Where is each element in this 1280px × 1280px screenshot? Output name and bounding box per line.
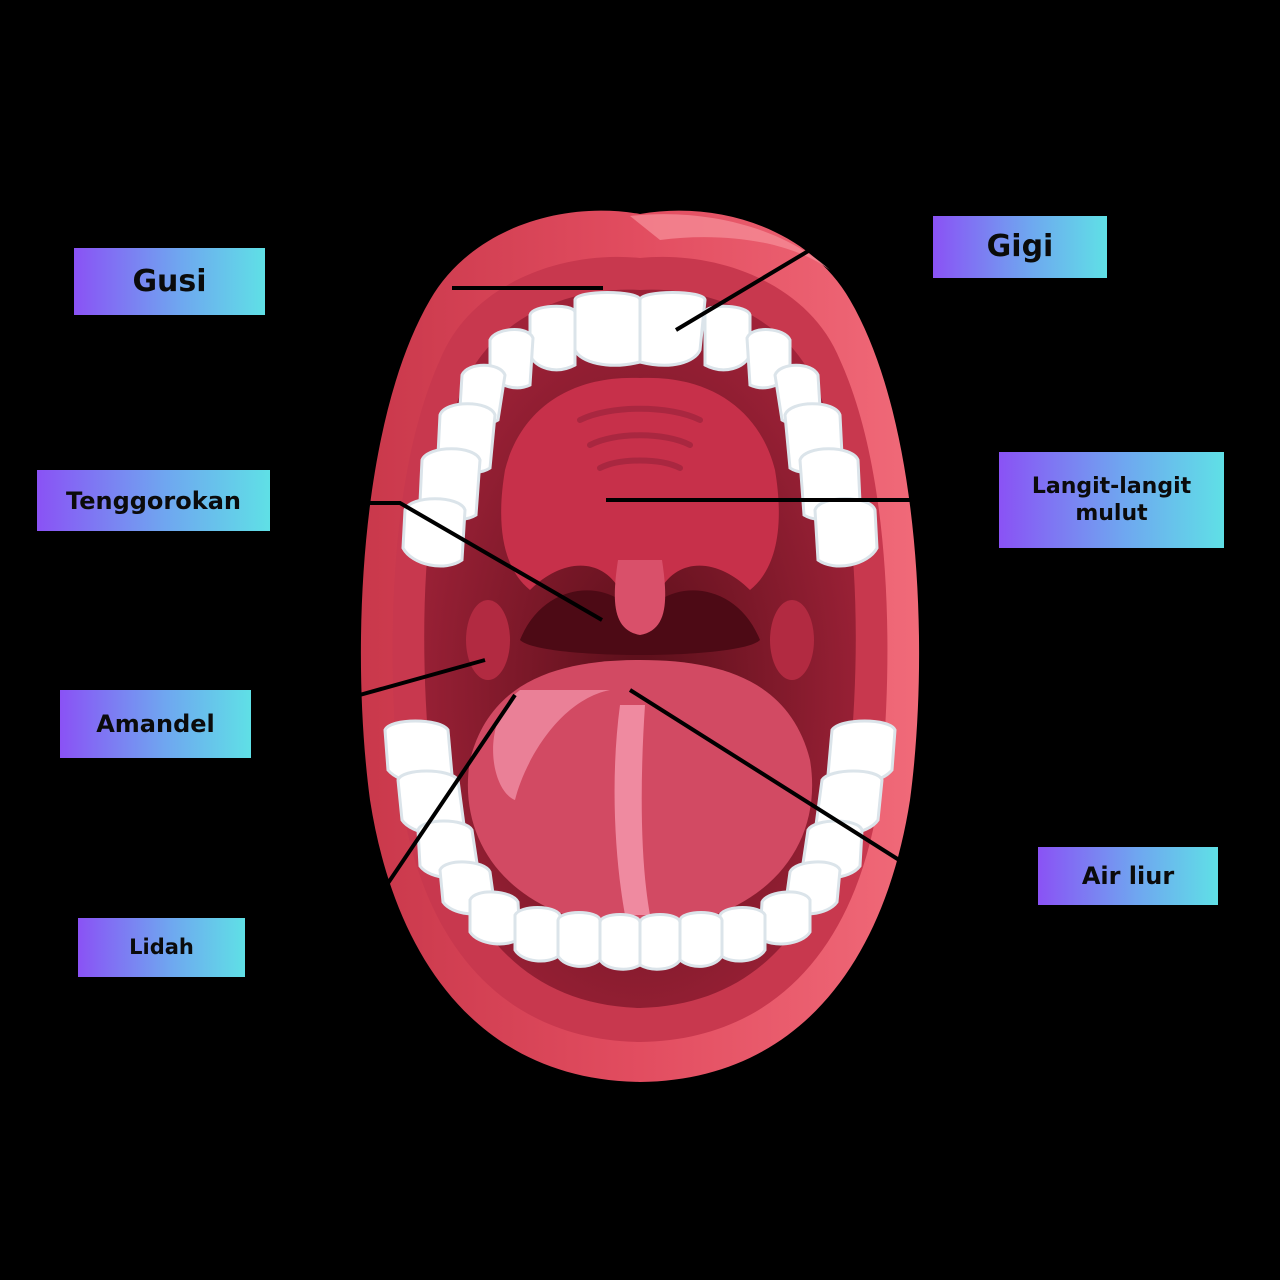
- leader-line-tenggorokan: [370, 501, 604, 622]
- frenulum: [614, 705, 650, 915]
- leader-line-gigi: [674, 242, 930, 332]
- leader-lines: [251, 242, 980, 950]
- label-langit-text-line2: mulut: [1075, 501, 1148, 526]
- tonsil-left: [466, 600, 510, 680]
- upper-teeth: [401, 291, 879, 568]
- label-air-liur-text: Air liur: [1081, 862, 1175, 890]
- palate-ridges: [577, 405, 703, 471]
- tooth-upper-2: [638, 291, 707, 367]
- tooth-lower-9: [468, 890, 522, 946]
- label-langit-langit-mulut: Langit-langit mulut: [999, 452, 1224, 548]
- tooth-lower-11: [513, 906, 562, 963]
- label-air-liur: Air liur: [1038, 847, 1218, 905]
- lower-teeth: [383, 719, 897, 971]
- tongue-highlight: [493, 690, 610, 800]
- label-lidah-text: Lidah: [129, 935, 194, 960]
- label-gusi-text: Gusi: [132, 263, 207, 299]
- label-tenggorokan-text: Tenggorokan: [66, 486, 241, 515]
- tooth-lower-13: [556, 911, 602, 968]
- tooth-lower-10: [758, 890, 812, 946]
- label-gusi: Gusi: [74, 248, 265, 315]
- label-gigi-text: Gigi: [986, 229, 1054, 265]
- tooth-lower-12: [718, 906, 767, 963]
- label-langit-text-line1: Langit-langit: [1031, 473, 1192, 499]
- leader-line-air-liur: [628, 688, 917, 872]
- upper-lip-highlight: [630, 214, 830, 270]
- label-amandel: Amandel: [60, 690, 251, 758]
- tooth-lower-16: [638, 913, 682, 971]
- label-amandel-text: Amandel: [96, 710, 215, 738]
- label-lidah: Lidah: [78, 918, 245, 977]
- label-gigi: Gigi: [933, 216, 1107, 278]
- leader-line-lidah-inner: [378, 693, 517, 897]
- tooth-lower-14: [678, 911, 724, 968]
- tooth-upper-14: [813, 497, 879, 568]
- label-tenggorokan: Tenggorokan: [37, 470, 270, 531]
- uvula: [614, 560, 666, 635]
- tonsil-right: [770, 600, 814, 680]
- tooth-upper-1: [573, 291, 642, 367]
- tooth-lower-15: [598, 913, 642, 971]
- leader-line-amandel: [251, 658, 486, 722]
- tooth-upper-3: [528, 304, 577, 372]
- tooth-upper-4: [703, 304, 752, 372]
- palate: [501, 377, 779, 590]
